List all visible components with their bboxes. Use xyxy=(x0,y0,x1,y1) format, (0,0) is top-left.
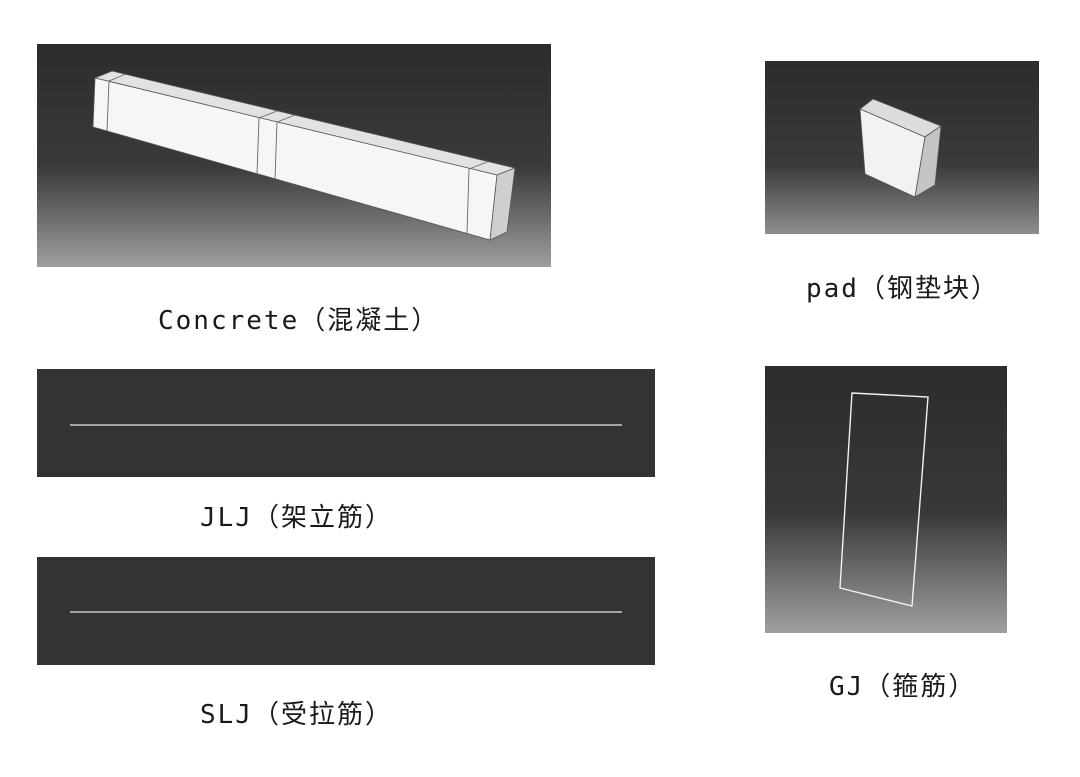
concrete-viewport xyxy=(37,44,551,267)
concrete-caption: Concrete（混凝土） xyxy=(158,306,440,336)
gj-model xyxy=(765,366,1007,633)
pad-model xyxy=(765,61,1039,234)
slj-caption: SLJ（受拉筋） xyxy=(200,700,393,730)
slj-model xyxy=(37,557,655,665)
pad-viewport xyxy=(765,61,1039,234)
pad-caption: pad（钢垫块） xyxy=(806,274,999,304)
jlj-caption: JLJ（架立筋） xyxy=(200,503,393,533)
jlj-model xyxy=(37,369,655,477)
gj-caption: GJ（箍筋） xyxy=(829,672,977,702)
gj-viewport xyxy=(765,366,1007,633)
jlj-viewport xyxy=(37,369,655,477)
concrete-model xyxy=(37,44,551,267)
slj-viewport xyxy=(37,557,655,665)
